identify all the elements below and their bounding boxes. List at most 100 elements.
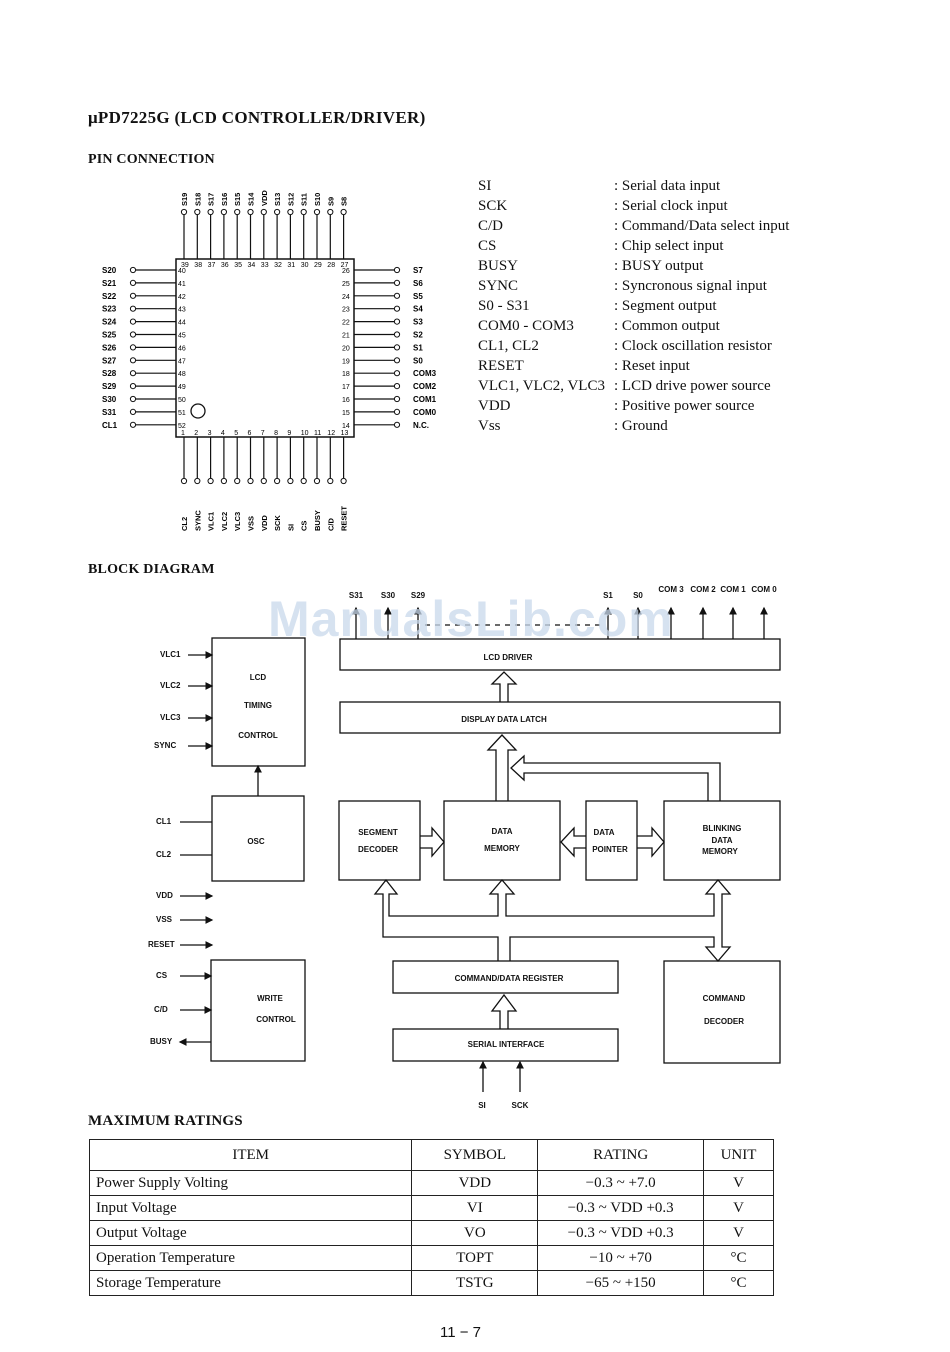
pin-symbol: COM0 - COM3 bbox=[478, 318, 574, 334]
pin-label: S14 bbox=[247, 192, 256, 206]
pin-description: : BUSY output bbox=[614, 258, 704, 274]
pin-description: : LCD drive power source bbox=[614, 378, 771, 394]
pin-number: 36 bbox=[221, 262, 229, 269]
pin-number: 20 bbox=[342, 345, 350, 352]
data-pointer-label: DATA bbox=[593, 828, 614, 837]
column-header: RATING bbox=[537, 1139, 705, 1171]
pin-connection-diagram: S1939S1838S1737S1636S1535S1434VDD33S1332… bbox=[102, 190, 437, 532]
pin-label: S3 bbox=[413, 318, 423, 327]
page-title: μPD7225G (LCD CONTROLLER/DRIVER) bbox=[88, 108, 426, 127]
pin-label: S15 bbox=[233, 193, 242, 206]
pin-label: S26 bbox=[102, 343, 117, 352]
output-label: COM 3 bbox=[658, 585, 684, 594]
serial-interface-block bbox=[392, 1028, 619, 1062]
pin-symbol: SI bbox=[478, 178, 492, 194]
pin-symbol: Vss bbox=[478, 418, 501, 434]
pin-legend-row: Vss: Ground bbox=[478, 416, 789, 436]
pin-number: 18 bbox=[342, 371, 350, 378]
pin-label: COM1 bbox=[413, 395, 437, 404]
lcd-timing-label: CONTROL bbox=[238, 731, 278, 740]
table-header-row: ITEM SYMBOL RATING UNIT bbox=[88, 1139, 774, 1171]
pin-number: 44 bbox=[178, 320, 186, 327]
page-number: 11 − 7 bbox=[440, 1324, 482, 1341]
pin-symbol: VDD bbox=[478, 398, 511, 414]
segment-decoder-label: DECODER bbox=[358, 845, 398, 854]
pin-label: S0 bbox=[413, 356, 423, 365]
pin-number: 14 bbox=[342, 423, 350, 430]
pin-legend-row: VLC1, VLC2, VLC3 : LCD drive power source bbox=[478, 376, 789, 396]
pin-label: S28 bbox=[102, 369, 117, 378]
output-label: COM 0 bbox=[751, 585, 777, 594]
pin-number: 33 bbox=[261, 262, 269, 269]
output-label: S29 bbox=[411, 591, 426, 600]
pin-label: COM0 bbox=[413, 408, 437, 417]
pin-label: S21 bbox=[102, 279, 117, 288]
segment-decoder-label: SEGMENT bbox=[358, 828, 398, 837]
pin-symbol: VLC1, VLC2, VLC3 bbox=[478, 378, 605, 394]
pin-number: 1 bbox=[181, 430, 185, 437]
pin-number: 32 bbox=[274, 262, 282, 269]
pin-label: S31 bbox=[102, 408, 117, 417]
pin-description: : Serial clock input bbox=[614, 198, 728, 214]
table-cell: Operation Temperature bbox=[88, 1245, 413, 1271]
input-label: CL1 bbox=[156, 817, 172, 826]
input-label: CS bbox=[156, 971, 168, 980]
pin-label: VDD bbox=[260, 190, 269, 206]
table-cell: −0.3 ~ VDD +0.3 bbox=[537, 1195, 705, 1221]
pin-number: 6 bbox=[248, 430, 252, 437]
pin-number: 17 bbox=[342, 384, 350, 391]
input-label: CL2 bbox=[156, 850, 172, 859]
pin-label: S24 bbox=[102, 318, 117, 327]
maximum-ratings-heading: MAXIMUM RATINGS bbox=[88, 1113, 243, 1129]
input-label: VSS bbox=[156, 915, 173, 924]
input-label: VLC1 bbox=[160, 650, 181, 659]
pin-number: 3 bbox=[208, 430, 212, 437]
blinking-data-memory-label: BLINKING bbox=[703, 824, 742, 833]
pin-label: S25 bbox=[102, 331, 117, 340]
display-data-latch-label: DISPLAY DATA LATCH bbox=[461, 715, 547, 724]
pin-legend-row: VDD: Positive power source bbox=[478, 396, 789, 416]
pin-number: 42 bbox=[178, 294, 186, 301]
pin-label: S16 bbox=[220, 193, 229, 206]
data-memory-label: MEMORY bbox=[484, 844, 520, 853]
pin-legend-row: COM0 - COM3: Common output bbox=[478, 316, 789, 336]
pin-number: 31 bbox=[287, 262, 295, 269]
lcd-driver-block bbox=[339, 638, 781, 671]
data-memory-block bbox=[443, 800, 561, 881]
serial-interface-label: SERIAL INTERFACE bbox=[468, 1040, 545, 1049]
write-control-block bbox=[210, 959, 306, 1062]
pin-label: S17 bbox=[207, 193, 216, 206]
table-cell: V bbox=[703, 1170, 774, 1196]
pin-description: : Serial data input bbox=[614, 178, 721, 194]
pin-number: 23 bbox=[342, 307, 350, 314]
pin-number: 26 bbox=[342, 268, 350, 275]
output-label: S30 bbox=[381, 591, 396, 600]
table-cell: V bbox=[703, 1220, 774, 1246]
pin-number: 30 bbox=[301, 262, 309, 269]
pin-number: 2 bbox=[194, 430, 198, 437]
pin-label: S18 bbox=[193, 193, 202, 206]
table-cell: VO bbox=[411, 1220, 539, 1246]
pin-label: VLC1 bbox=[207, 512, 216, 531]
table-cell: Storage Temperature bbox=[88, 1270, 413, 1296]
pin-symbol: SYNC bbox=[478, 278, 519, 294]
table-cell: TSTG bbox=[411, 1270, 539, 1296]
pin-number: 37 bbox=[208, 262, 216, 269]
pin-label: C/D bbox=[326, 518, 335, 532]
pin-number: 4 bbox=[221, 430, 225, 437]
pin-number: 38 bbox=[194, 262, 202, 269]
pin-label: SCK bbox=[273, 515, 282, 531]
pin-symbol: S0 - S31 bbox=[478, 298, 530, 314]
output-label: COM 1 bbox=[720, 585, 746, 594]
pin-label: VDD bbox=[260, 515, 269, 531]
chip-package bbox=[175, 258, 355, 438]
table-cell: Input Voltage bbox=[88, 1195, 413, 1221]
pin-connection-heading: PIN CONNECTION bbox=[88, 152, 215, 167]
pin-label: S30 bbox=[102, 395, 117, 404]
pin-number: 22 bbox=[342, 320, 350, 327]
write-control-label: WRITE bbox=[257, 994, 283, 1003]
